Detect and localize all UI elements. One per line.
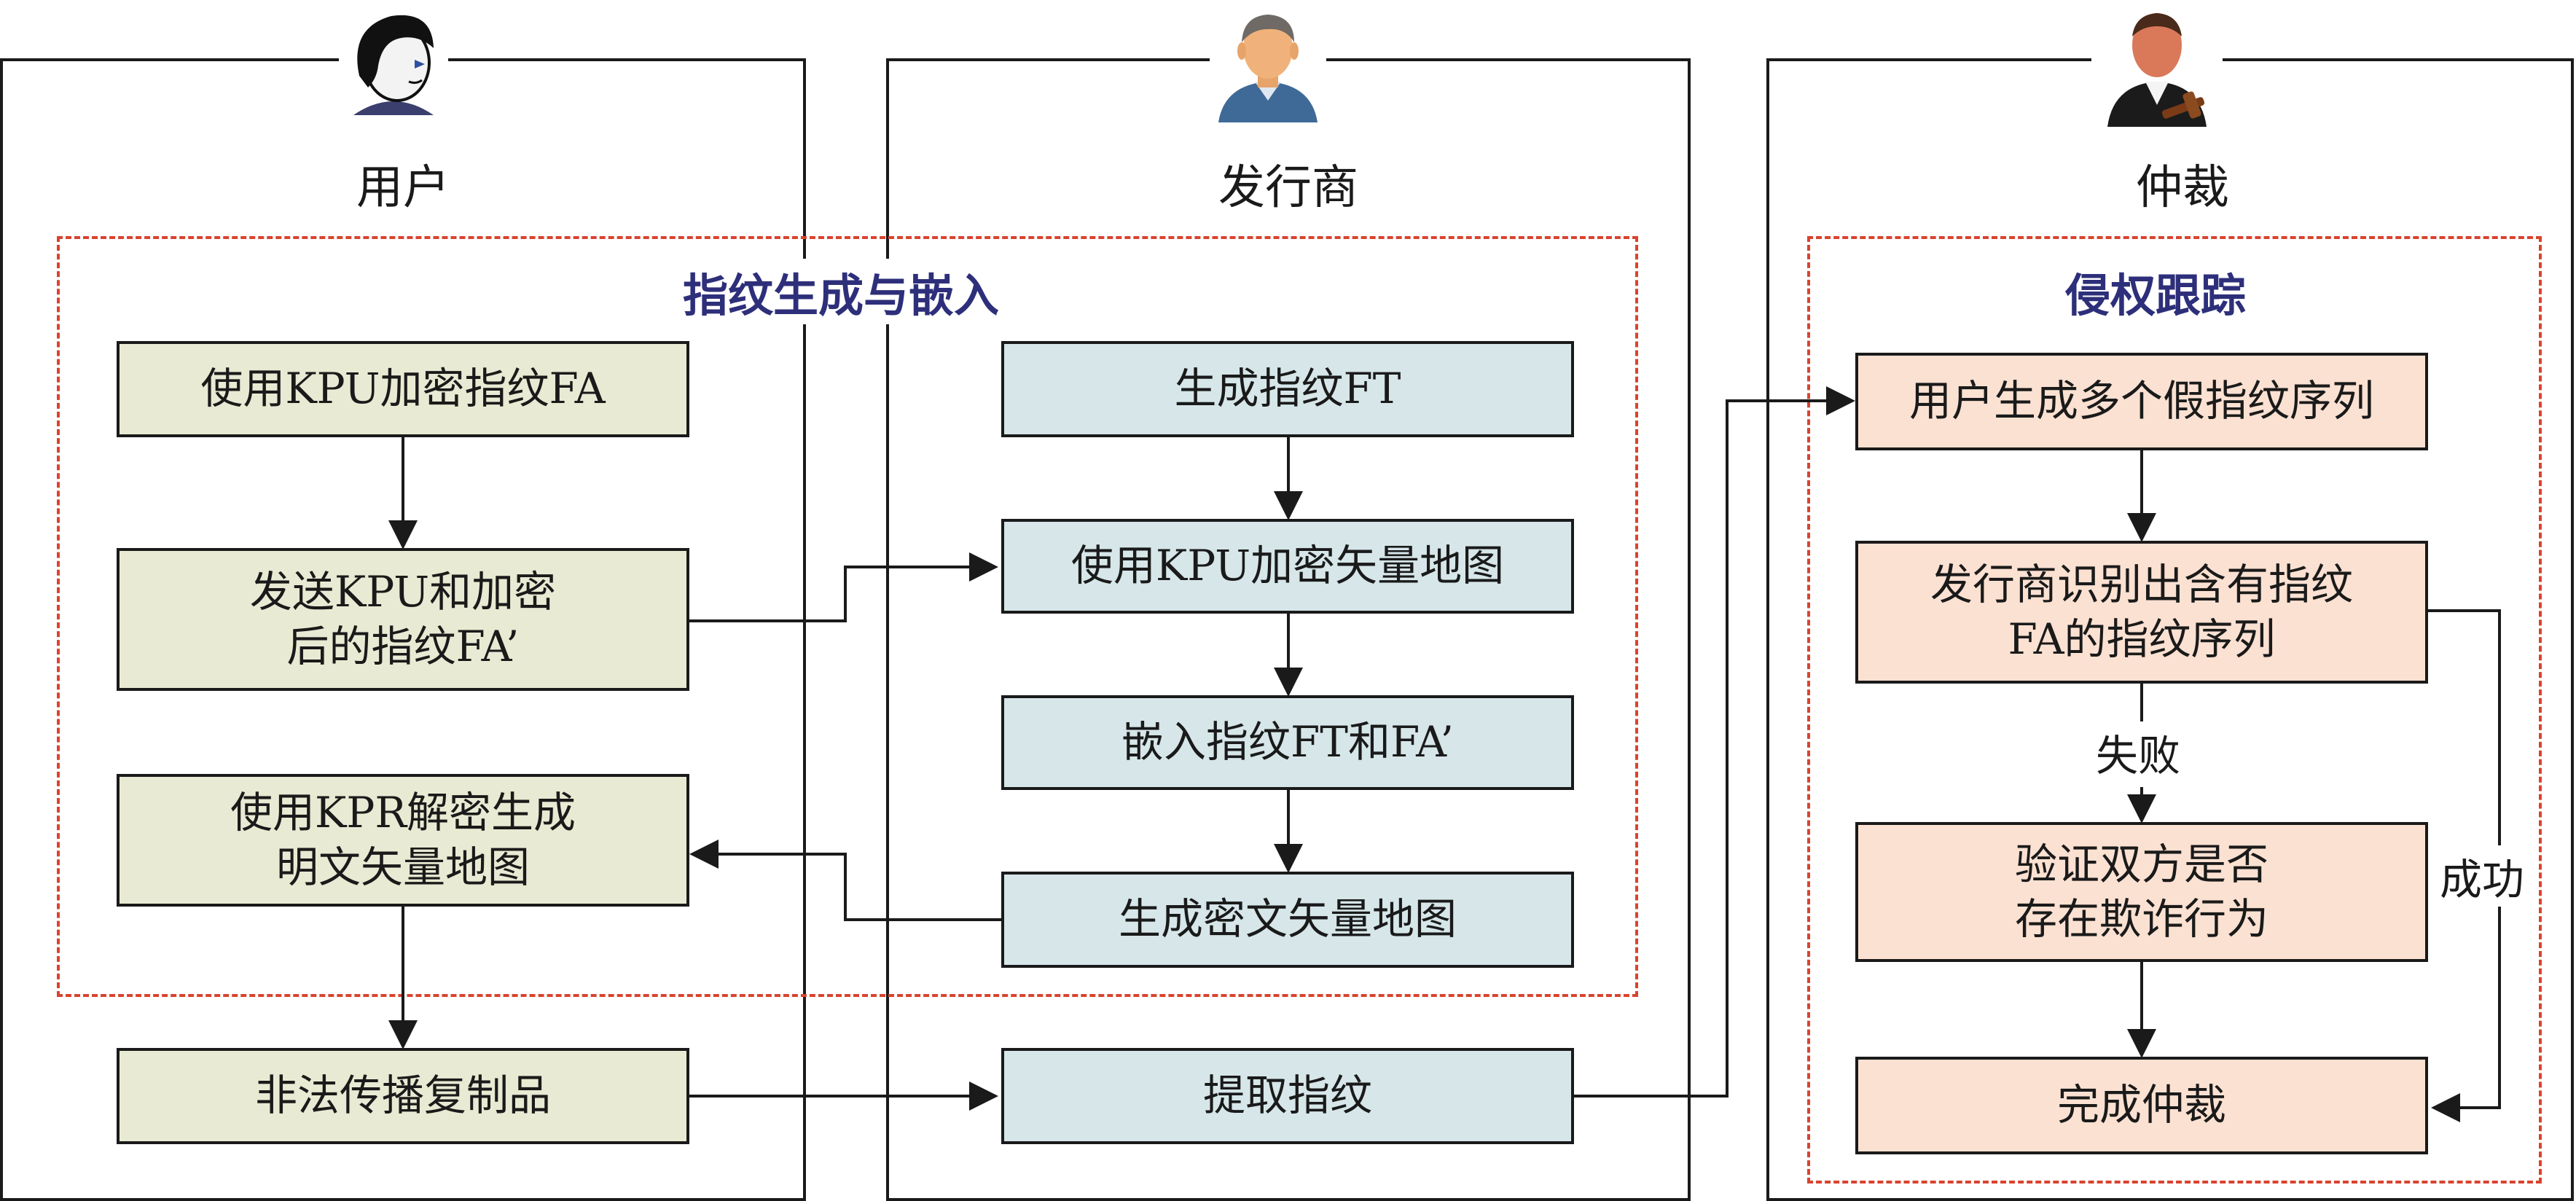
box-decrypt-kpr: 使用KPR解密生成 明文矢量地图 [117,774,689,907]
lane-label-user: 用户 [343,150,463,217]
lane-label-issuer: 发行商 [1205,150,1371,217]
box-complete-arb: 完成仲裁 [1855,1057,2428,1154]
judge-avatar-icon [2091,3,2223,127]
box-encrypt-map: 使用KPU加密矢量地图 [1001,519,1574,614]
box-verify-fraud: 验证双方是否 存在欺诈行为 [1855,822,2428,962]
man-avatar-icon [1210,6,1326,122]
trace-group [1807,236,2542,1184]
edge-label-fail: 失败 [2091,721,2185,783]
lane-label-arbiter: 仲裁 [2123,150,2242,217]
box-extract-fp: 提取指纹 [1001,1048,1574,1144]
box-gen-cipher-map: 生成密文矢量地图 [1001,872,1574,968]
box-embed-ft: 嵌入指纹FT和FA’ [1001,695,1574,790]
woman-avatar-icon [339,6,448,122]
box-issuer-identify: 发行商识别出含有指纹 FA的指纹序列 [1855,541,2428,684]
box-send-kpu: 发送KPU和加密 后的指纹FA’ [117,548,689,691]
embed-group-title: 指纹生成与嵌入 [672,259,1010,324]
edge-label-success: 成功 [2435,845,2529,907]
box-user-fake-seq: 用户生成多个假指纹序列 [1855,353,2428,450]
trace-group-title: 侵权跟踪 [2054,259,2257,324]
box-gen-ft: 生成指纹FT [1001,341,1574,437]
box-illegal-copy: 非法传播复制品 [117,1048,689,1144]
box-encrypt-fa: 使用KPU加密指纹FA [117,341,689,437]
embed-group [57,236,1638,997]
